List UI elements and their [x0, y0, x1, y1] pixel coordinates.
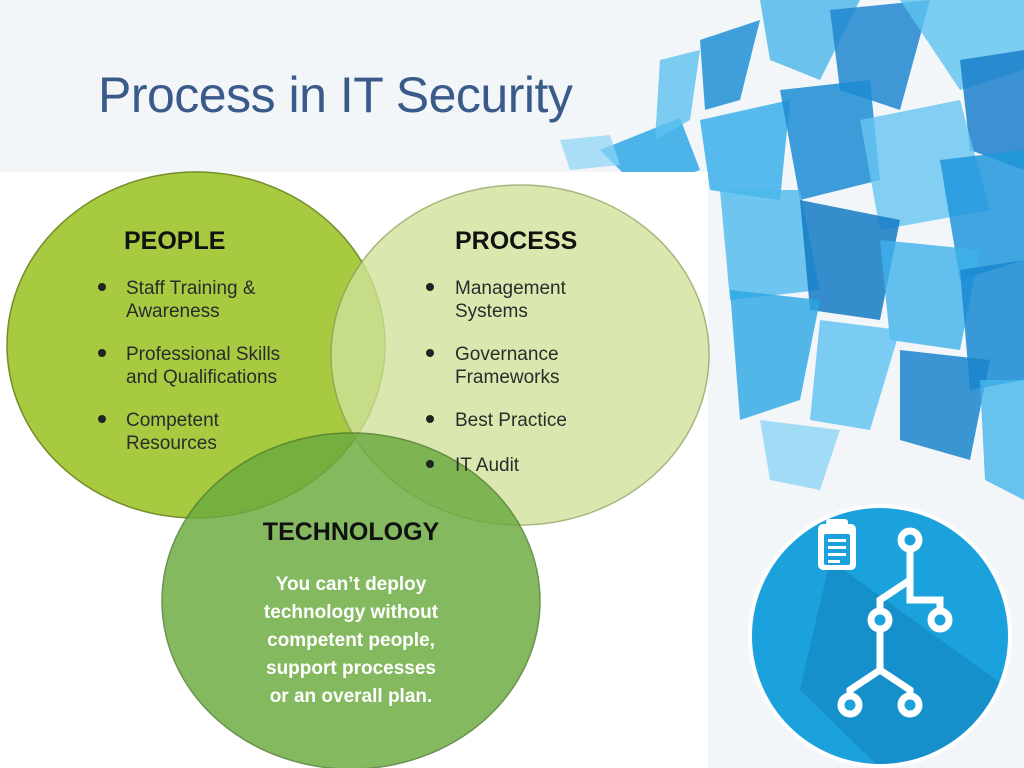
technology-line-3: competent people, — [267, 630, 435, 651]
process-item-2-line-2: Frameworks — [455, 367, 560, 388]
process-item-4-line-1: IT Audit — [455, 455, 520, 476]
process-item-2-line-1: Governance — [455, 344, 559, 365]
technology-line-2: technology without — [264, 602, 439, 623]
people-item-3-line-1: Competent — [126, 410, 220, 431]
bullet-dot — [98, 283, 106, 291]
process-list: Management Systems Governance Frameworks… — [426, 278, 567, 476]
people-heading: PEOPLE — [124, 227, 225, 255]
process-item-1-line-2: Systems — [455, 301, 528, 322]
bullet-dot — [98, 349, 106, 357]
people-item-1-line-1: Staff Training & — [126, 278, 256, 299]
page-title: Process in IT Security — [98, 67, 573, 123]
people-item-1-line-2: Awareness — [126, 301, 220, 322]
technology-line-4: support processes — [266, 658, 436, 679]
process-item-3-line-1: Best Practice — [455, 410, 567, 431]
technology-circle — [161, 432, 541, 768]
bullet-dot — [426, 349, 434, 357]
bullet-dot — [426, 415, 434, 423]
technology-line-1: You can’t deploy — [276, 574, 427, 595]
bullet-dot — [426, 283, 434, 291]
technology-text: You can’t deploy technology without comp… — [264, 574, 439, 707]
technology-heading: TECHNOLOGY — [263, 518, 440, 546]
clipboard-icon — [818, 519, 856, 570]
people-item-2-line-1: Professional Skills — [126, 344, 280, 365]
process-item-1-line-1: Management — [455, 278, 567, 299]
bullet-dot — [426, 460, 434, 468]
process-heading: PROCESS — [455, 227, 577, 255]
people-item-3-line-2: Resources — [126, 433, 217, 454]
technology-line-5: or an overall plan. — [270, 686, 433, 707]
people-list: Staff Training & Awareness Professional … — [98, 278, 280, 454]
people-item-2-line-2: and Qualifications — [126, 367, 277, 388]
bullet-dot — [98, 415, 106, 423]
